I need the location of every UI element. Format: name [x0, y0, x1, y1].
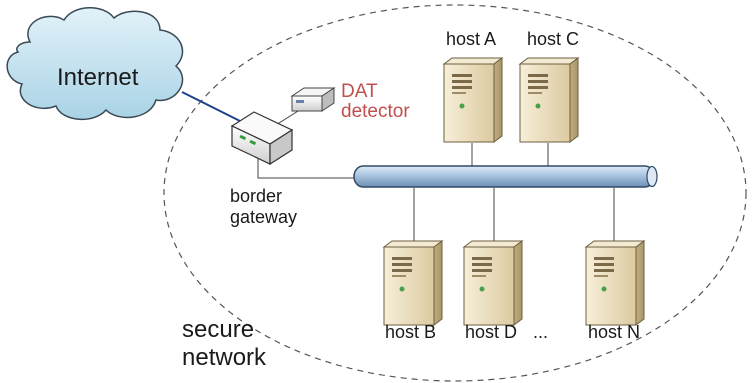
dat-detector-label-line1: DAT: [341, 81, 378, 102]
border-gateway-label-line2: gateway: [230, 206, 298, 227]
gateway-bus-link: [257, 150, 354, 179]
host-b-label: host B: [385, 322, 437, 342]
border-gateway-label-line1: border: [230, 186, 283, 206]
internet-cloud-icon: [6, 7, 184, 121]
host-n-server-icon: [585, 240, 645, 326]
host-d-server-icon: [463, 240, 523, 326]
host-a-label: host A: [446, 29, 497, 49]
host-a-server-icon: [443, 57, 503, 143]
internet-label: Internet: [57, 64, 139, 91]
internet-link: [181, 91, 247, 125]
host-b-server-icon: [383, 240, 443, 326]
dat-detector-icon: [290, 87, 336, 112]
host-c-server-icon: [519, 57, 579, 143]
border-gateway-icon: [230, 111, 294, 166]
dat-detector-label: DAT detector: [341, 82, 410, 122]
dat-detector-label-line2: detector: [341, 100, 410, 122]
host-n-label: host N: [588, 322, 641, 342]
secure-network-boundary: [163, 4, 747, 382]
host-d-label: host D: [465, 322, 518, 342]
secure-network-label: secure network: [182, 316, 266, 371]
host-c-label: host C: [527, 29, 580, 49]
secure-network-label-line1: secure: [182, 316, 255, 343]
secure-network-label-line2: network: [182, 343, 267, 371]
host-ellipsis-label: ...: [533, 322, 549, 342]
border-gateway-label: border gateway: [230, 186, 297, 227]
network-bus: [353, 165, 658, 188]
